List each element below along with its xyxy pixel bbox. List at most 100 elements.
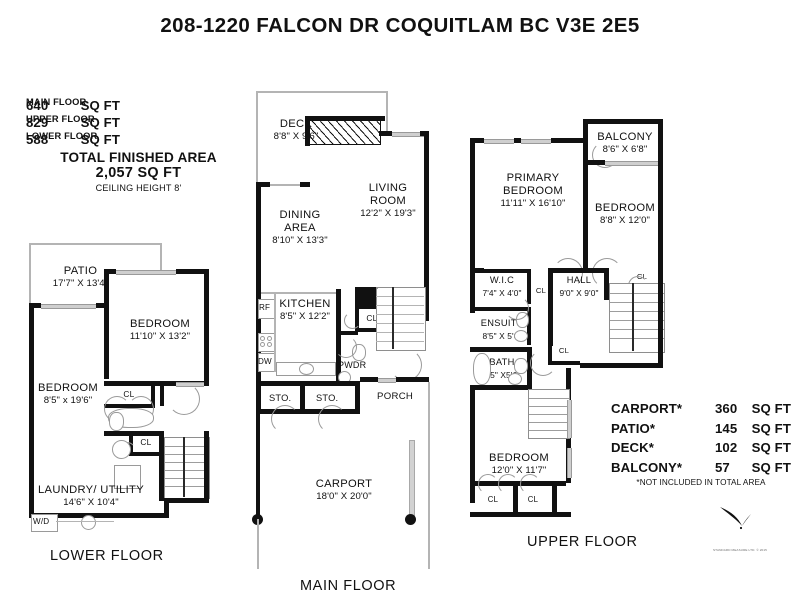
main-wall-sto-bot [256,409,360,414]
lower-bath-door-arc [168,383,200,415]
upper-bath-dims: 8'5" X5'6" [483,370,521,380]
deck-outline-left [256,91,258,184]
upper-hall-name: HALL [566,275,592,285]
upper-wic-name: W.I.C [489,275,515,285]
upper-wall-bed3clo-bot [470,512,571,517]
upper-bedroom3-label: BEDROOM 12'0" X 11'7" [476,452,562,477]
upper-bedroom2-dims: 8'8" X 12'0" [599,215,651,226]
extras-label-deck: DECK* [611,440,654,455]
upper-wall-bed2-left [583,160,588,270]
balcony-label: BALCONY 8'6" X 6'8" [589,131,661,156]
upper-window-bed2-top [605,161,658,166]
upper-closet-bed2-label: CL [527,495,539,504]
balcony-dims: 8'6" X 6'8" [602,144,648,155]
main-stair-tread-4 [376,323,424,324]
lower-wall-bot2 [164,498,209,503]
lower-bedroom1-name: BEDROOM [130,318,190,330]
storage2-door-arc [318,405,346,433]
upper-wall-primary-left [470,138,475,313]
upper-floor-caption: UPPER FLOOR [527,534,638,550]
range-burner-2 [267,336,272,341]
lower-wall-stairs-right [204,431,209,501]
upper-wall-hall-top [548,268,608,273]
upper-primary-dims: 11'11" X 16'10" [500,198,566,209]
lower-closet1-label: CL [123,389,135,399]
upper-wall-bed3clo-mid [513,481,518,517]
upper-wall-wic-top [470,268,484,273]
upper-bedroom3-name: BEDROOM [489,452,549,464]
lower-window-right [176,382,204,387]
carport-beam-right [409,440,415,520]
lower-laundry-label: LAUNDRY/ UTILITY 14'6" X 10'4" [32,484,150,509]
main-closet-label: CL [366,313,378,323]
deck-dims: 8'8" X 9'6" [273,131,319,142]
main-stair-tread-5 [376,332,424,333]
upper-wall-bath-bot [470,385,532,390]
lower-wall-hall-h [104,431,164,436]
upper-primary-label: PRIMARY BEDROOM 11'11" X 16'10" [479,172,587,210]
lower-window-bed1-top [116,270,176,275]
upper-wall-hall-right [604,268,609,300]
extras-unit-carport: SQ FT [751,401,791,416]
patio-outline-top [29,243,161,245]
lower-wall-bed1-left [104,269,109,379]
upper-closet-bed1-arc [478,474,498,494]
upper-closet-stair-label: CL [558,346,570,355]
patio-name: PATIO [63,265,98,277]
lower-utility-sink-icon [81,515,96,530]
powder-room-label: PWDR [338,360,367,370]
range-burner-4 [267,342,272,347]
company-logo-icon [720,507,751,530]
upper-primary-name1: PRIMARY [506,172,560,184]
upper-ensuite-dims: 8'5" X 5'0" [482,331,522,341]
upper-ensuite-door-arc [505,296,529,320]
powder-door-arc [335,336,357,358]
range-burner-1 [260,336,265,341]
lower-stairs-rail [183,437,185,497]
upper-wall-stair-bot [580,363,663,368]
lower-wall-hall-v [159,431,164,501]
upper-ensuite-name: ENSUITE [480,318,524,328]
upper-bath-label: BATH 8'5" X5'6" [473,356,531,381]
upper-wic-dims: 7'4" X 4'0" [482,288,522,298]
upper-wall-bath-top [470,347,530,352]
main-wall-deck-bot [256,182,270,187]
upper-bath-name: BATH [489,357,515,367]
living-room-dims: 12'2" X 19'3" [360,208,416,219]
living-room-name1: LIVING [368,182,408,194]
upper-wall-bed3clo-top [470,481,566,486]
deck-label: DECK 8'8" X 9'6" [258,118,334,143]
summary-value-lower: 588 [26,132,49,147]
upper-bath-door-arc [530,350,556,376]
lower-wall-bed1-right [204,269,209,386]
main-wall-porch-top [360,377,378,382]
lower-wall-mid-h [104,381,209,386]
dining-area-dims: 8'10" X 13'3" [272,235,328,246]
kitchen-counter-left [274,292,276,372]
storage1-door-arc [271,405,299,433]
lower-wall-bot [29,513,169,518]
upper-wall-bed2-top [583,160,605,165]
balcony-wall-right [658,119,663,165]
main-stair-tread-2 [376,305,424,306]
upper-primary-door-arc [553,258,583,288]
copyright-text: STANDARD MEASURE LTD. © 2015 [713,548,767,552]
upper-wall-bed3clo-right [552,481,557,517]
upper-wall-wic-right [527,269,531,304]
main-floor-caption: MAIN FLOOR [300,578,397,594]
main-stairs [376,287,426,351]
extras-value-patio: 145 [715,420,738,436]
upper-window-primary-top [484,139,514,144]
upper-bedroom3-dims: 12'0" X 11'7" [491,465,547,476]
carport-beam-left [256,414,260,519]
upper-wall-bed3-left [470,385,475,503]
upper-ensuite-sink-icon [514,330,528,342]
upper-bath-sink-icon [508,373,522,385]
main-wall-living-topleft [379,131,392,136]
total-area-label: TOTAL FINISHED AREA [60,150,217,165]
